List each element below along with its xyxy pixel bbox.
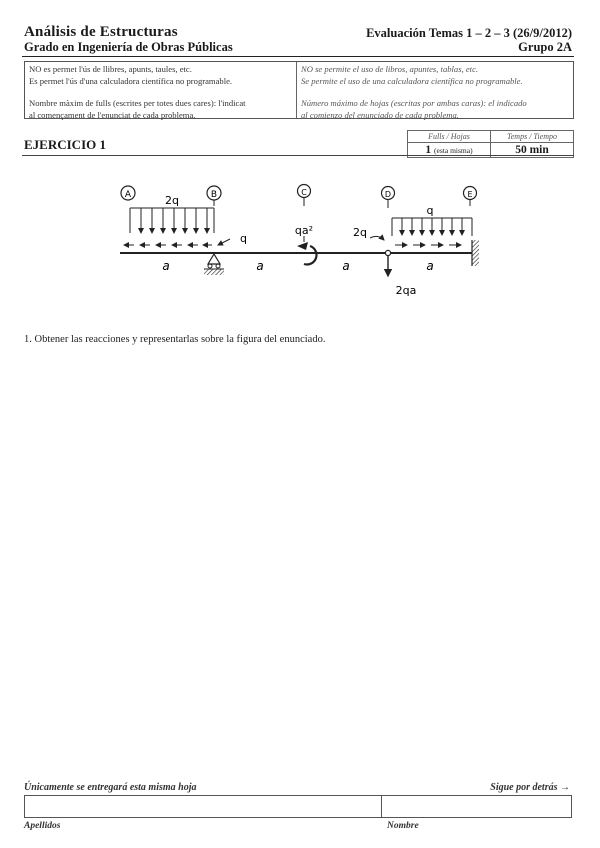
distributed-load-DE: q (391, 204, 473, 236)
point-C-label: C (296, 183, 312, 206)
span-label: a (162, 259, 169, 273)
surname-field[interactable] (25, 796, 382, 817)
point-load-D: 2qa (383, 256, 417, 297)
span-label: a (342, 259, 349, 273)
point-A-label: A (120, 185, 136, 201)
rule-line: Es permet l'ús d'una calculadora científ… (29, 75, 233, 86)
axial-load-DE-label: 2q (353, 226, 385, 241)
rule-line: al començament de l'enunciat de cada pro… (29, 109, 196, 120)
sheets-value-cell: 1 (esta misma) (407, 142, 491, 158)
svg-text:E: E (467, 190, 472, 199)
moment-C: qa² (295, 224, 318, 266)
evaluation-title: Evaluación Temas 1 – 2 – 3 (26/9/2012) (366, 26, 572, 40)
point-B-label: B (206, 185, 222, 206)
rule-line: Número máximo de hojas (escritas por amb… (301, 98, 527, 108)
exercise-title: EJERCICIO 1 (24, 137, 106, 152)
exercise-divider (22, 155, 574, 156)
rules-spanish: NO se permite el uso de libros, apuntes,… (297, 62, 573, 120)
hinge-D (384, 249, 392, 257)
svg-text:B: B (211, 190, 217, 200)
student-name-box (24, 795, 572, 818)
svg-text:A: A (125, 190, 132, 200)
question-text: 1. Obtener las reacciones y representarl… (24, 334, 326, 345)
svg-text:2q: 2q (165, 194, 179, 207)
structure-diagram: A B C D E 2q (120, 183, 479, 297)
rule-line: Nombre màxim de fulls (escrites per tote… (29, 98, 246, 108)
rule-line: NO es permet l'ús de llibres, apunts, ta… (29, 64, 192, 74)
exercise-info-table: Fulls / Hojas Temps / Tiempo 1 (esta mis… (407, 130, 574, 158)
degree-name: Grado en Ingeniería de Obras Públicas (24, 40, 233, 54)
sheets-value: 1 (425, 144, 432, 156)
exam-rules-box: NO es permet l'ús de llibres, apunts, ta… (24, 61, 574, 120)
continue-note: Sigue por detrás → (490, 782, 570, 793)
svg-text:q: q (240, 232, 247, 245)
sheets-note: (esta misma) (434, 146, 473, 155)
time-value: 50 min (490, 142, 574, 158)
span-label: a (256, 259, 263, 273)
rule-line: al comienzo del enunciado de cada proble… (301, 109, 459, 120)
header-divider (22, 56, 574, 57)
rule-line: Se permite el uso de una calculadora cie… (301, 75, 523, 86)
course-title: Análisis de Estructuras (24, 24, 178, 40)
svg-text:2q: 2q (353, 226, 367, 239)
distributed-load-AB: 2q (129, 194, 215, 234)
point-E-label: E (462, 185, 478, 206)
svg-text:2qa: 2qa (396, 284, 417, 297)
delivery-note: Únicamente se entregará esta misma hoja (24, 782, 197, 793)
fixed-support-E (471, 240, 479, 266)
rules-catalan: NO es permet l'ús de llibres, apunts, ta… (25, 62, 297, 120)
pinned-support-B (204, 252, 224, 275)
name-field[interactable] (382, 796, 571, 817)
svg-text:q: q (427, 204, 434, 217)
time-header: Temps / Tiempo (490, 130, 574, 143)
surname-label: Apellidos (24, 821, 61, 831)
point-D-label: D (380, 185, 396, 208)
span-label: a (426, 259, 433, 273)
sheets-header: Fulls / Hojas (407, 130, 491, 143)
group-label: Grupo 2A (518, 40, 572, 54)
svg-text:C: C (301, 188, 307, 197)
name-label: Nombre (387, 821, 419, 831)
rule-line: NO se permite el uso de libros, apuntes,… (301, 64, 479, 74)
svg-text:qa²: qa² (295, 224, 313, 237)
svg-text:D: D (385, 190, 391, 199)
axial-load-AB: q (123, 232, 247, 248)
